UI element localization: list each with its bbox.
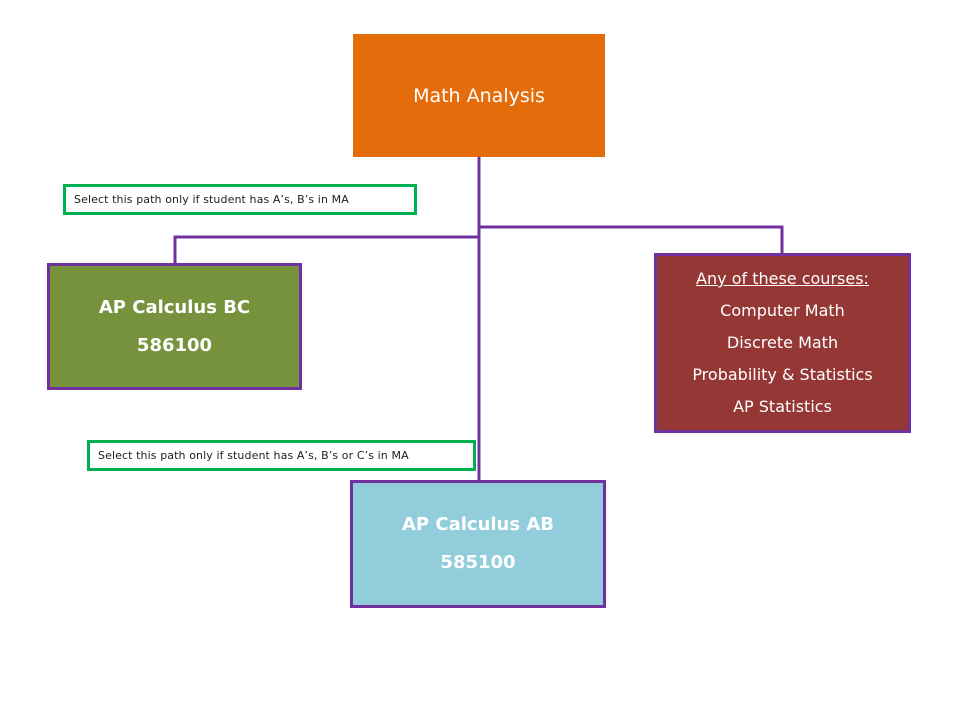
course-item: Probability & Statistics [692, 365, 873, 384]
course-item: AP Statistics [733, 397, 832, 416]
other-courses-heading: Any of these courses: [696, 269, 869, 288]
math-analysis-box: Math Analysis [353, 34, 605, 157]
ab-path-note-text: Select this path only if student has A’s… [98, 449, 409, 462]
branch-line-bc [173, 235, 481, 266]
ap-calculus-bc-box: AP Calculus BC 586100 [47, 263, 302, 390]
math-analysis-title: Math Analysis [413, 84, 545, 107]
ap-calculus-ab-box: AP Calculus AB 585100 [350, 480, 606, 608]
bc-path-note: Select this path only if student has A’s… [63, 184, 417, 215]
ap-calculus-ab-code: 585100 [440, 552, 516, 573]
ap-calculus-ab-title: AP Calculus AB [401, 514, 554, 535]
course-item: Computer Math [720, 301, 845, 320]
branch-line-courses [477, 225, 784, 256]
ab-path-note: Select this path only if student has A’s… [87, 440, 476, 471]
bc-path-note-text: Select this path only if student has A’s… [74, 193, 349, 206]
ap-calculus-bc-title: AP Calculus BC [98, 296, 251, 318]
other-courses-box: Any of these courses: Computer Math Disc… [654, 253, 911, 433]
ap-calculus-bc-code: 586100 [136, 334, 213, 356]
course-item: Discrete Math [726, 333, 839, 352]
